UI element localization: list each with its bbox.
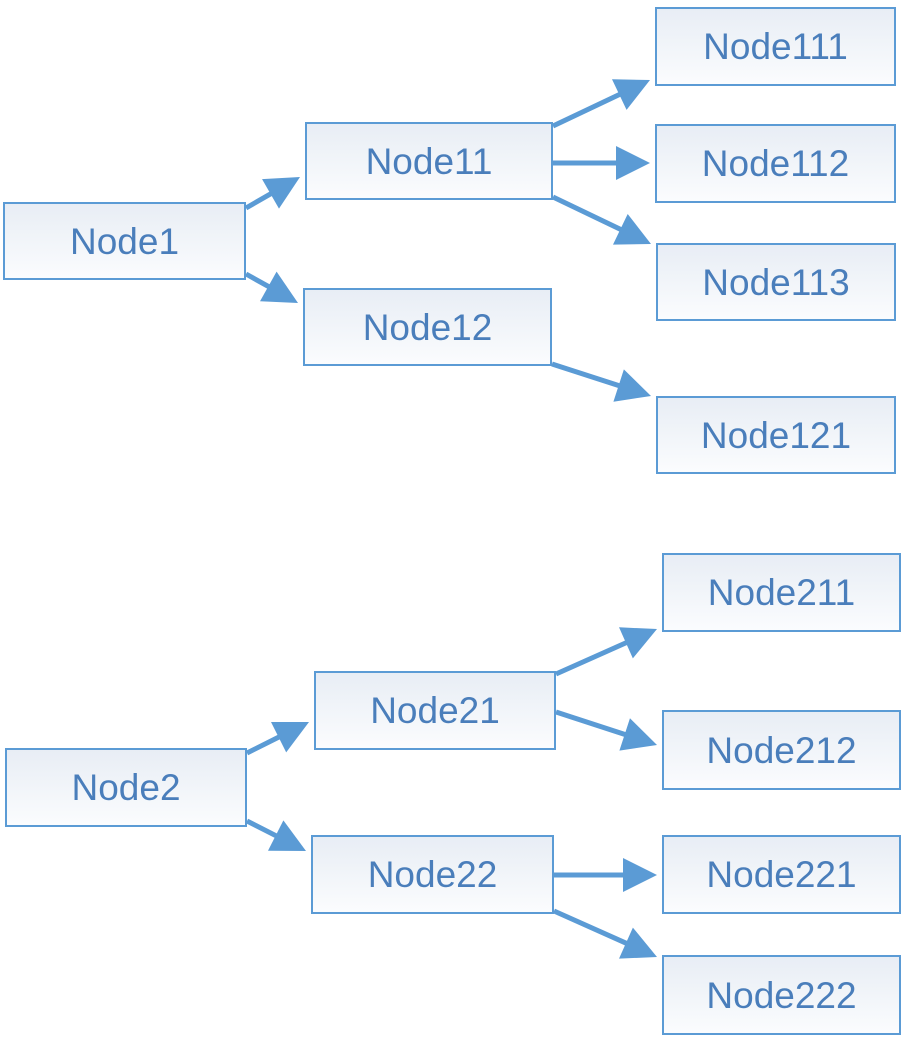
edge-node11-to-node112 bbox=[553, 146, 650, 180]
arrowhead-icon bbox=[611, 79, 650, 110]
node-box-node212[interactable]: Node212 bbox=[662, 710, 901, 790]
node-box-node2[interactable]: Node2 bbox=[5, 748, 247, 827]
arrowhead-icon bbox=[619, 927, 657, 959]
node-label: Node211 bbox=[707, 572, 856, 613]
node-box-node113[interactable]: Node113 bbox=[656, 243, 896, 321]
node-box-node222[interactable]: Node222 bbox=[662, 955, 901, 1035]
node-box-node221[interactable]: Node221 bbox=[662, 835, 901, 914]
edge-node1-to-node11 bbox=[244, 177, 300, 211]
node-label: Node111 bbox=[703, 26, 848, 67]
node-label: Node121 bbox=[700, 414, 852, 456]
node-label: Node221 bbox=[706, 854, 857, 895]
node-label: Node22 bbox=[367, 854, 498, 895]
node-label: Node112 bbox=[701, 143, 850, 184]
arrowhead-icon bbox=[616, 146, 650, 180]
node-label: Node2 bbox=[71, 767, 181, 808]
node-label: Node113 bbox=[702, 261, 850, 303]
arrowhead-icon bbox=[619, 627, 657, 659]
node-box-node111[interactable]: Node111 bbox=[655, 7, 896, 86]
node-box-node121[interactable]: Node121 bbox=[656, 396, 896, 474]
node-box-node1[interactable]: Node1 bbox=[3, 202, 246, 280]
arrowhead-icon bbox=[270, 722, 309, 753]
edge-node22-to-node222 bbox=[552, 908, 657, 959]
arrowhead-icon bbox=[619, 718, 657, 751]
node-label: Node21 bbox=[370, 690, 500, 731]
node-label: Node222 bbox=[706, 974, 857, 1016]
node-box-node211[interactable]: Node211 bbox=[662, 553, 901, 632]
node-label: Node11 bbox=[365, 140, 493, 182]
node-label: Node12 bbox=[362, 306, 493, 348]
edge-node1-to-node12 bbox=[244, 271, 298, 303]
node-box-node112[interactable]: Node112 bbox=[655, 124, 896, 203]
node-box-node22[interactable]: Node22 bbox=[311, 835, 554, 914]
arrowhead-icon bbox=[262, 177, 300, 209]
edge-node21-to-node212 bbox=[555, 709, 657, 751]
node-box-node11[interactable]: Node11 bbox=[305, 122, 553, 200]
edge-node11-to-node113 bbox=[551, 194, 651, 245]
edge-node2-to-node22 bbox=[245, 818, 306, 851]
arrowhead-icon bbox=[267, 820, 306, 851]
edge-node21-to-node211 bbox=[554, 627, 657, 677]
node-label: Node1 bbox=[69, 220, 180, 262]
edge-node2-to-node21 bbox=[245, 722, 309, 756]
node-label: Node212 bbox=[706, 729, 857, 771]
arrowhead-icon bbox=[612, 213, 651, 245]
node-box-node12[interactable]: Node12 bbox=[303, 288, 552, 366]
arrowhead-icon bbox=[613, 369, 651, 402]
edge-node22-to-node221 bbox=[554, 858, 657, 892]
node-box-node21[interactable]: Node21 bbox=[314, 671, 556, 750]
arrowhead-icon bbox=[623, 858, 657, 892]
edge-node12-to-node121 bbox=[551, 361, 651, 402]
edge-node11-to-node111 bbox=[551, 79, 650, 129]
arrowhead-icon bbox=[260, 271, 298, 303]
